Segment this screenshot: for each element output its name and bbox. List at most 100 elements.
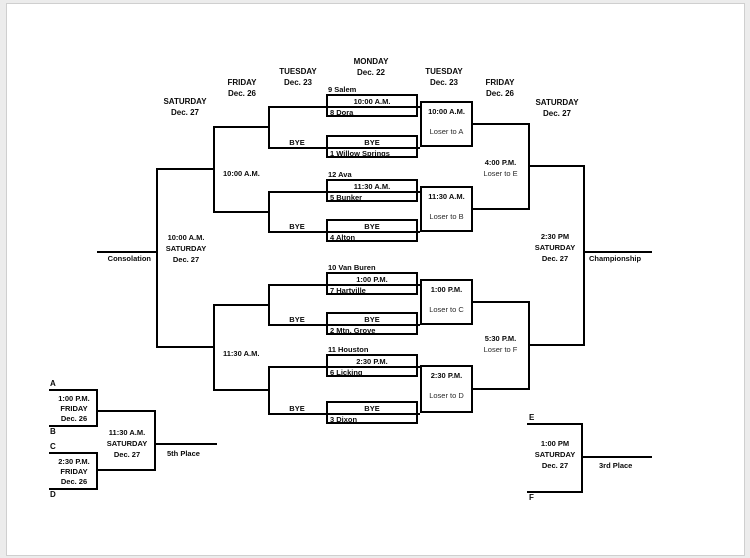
fifth-place-game1-info: 1:00 P.M. FRIDAY Dec. 26 — [39, 394, 109, 424]
team-name: 4 Alton — [330, 233, 356, 242]
bracket-line — [49, 452, 98, 454]
game-time: 10:00 A.M. — [167, 233, 205, 242]
game-date: Dec. 27 — [113, 450, 141, 459]
championship-label: Championship — [589, 254, 642, 263]
bracket-line — [215, 126, 270, 128]
team-name: 8 Dora — [330, 108, 354, 117]
bracket-line — [581, 456, 652, 458]
header-day: TUESDAY — [425, 67, 463, 76]
consolation-game-time: 10:00 A.M. — [223, 169, 260, 178]
bracket-line — [215, 389, 270, 391]
bye-label: BYE — [289, 138, 305, 147]
loser-note: Loser to D — [429, 391, 464, 400]
header-date: Dec. 27 — [170, 108, 200, 117]
column-header-tuesday-right: TUESDAY Dec. 23 — [399, 66, 489, 88]
bracket-line — [96, 452, 98, 490]
bracket-line — [583, 251, 652, 253]
slot-letter-c: C — [50, 442, 56, 451]
column-header-monday: MONDAY Dec. 22 — [326, 56, 416, 78]
column-header-friday-left: FRIDAY Dec. 26 — [197, 77, 287, 99]
bracket-line — [270, 106, 420, 108]
bracket-line — [154, 443, 217, 445]
seed-label: 9 Salem — [328, 85, 357, 94]
header-day: SATURDAY — [535, 98, 579, 107]
game-box-mtn-grove — [326, 312, 418, 335]
bracket-line — [49, 425, 98, 427]
bracket-line — [49, 488, 98, 490]
loser-note: Loser to B — [429, 212, 464, 221]
bracket-line — [97, 251, 158, 253]
bracket-line — [270, 413, 420, 415]
bracket-line — [528, 344, 585, 346]
slot-letter-d: D — [50, 490, 56, 499]
game-time: 2:30 P.M. — [58, 457, 90, 466]
bye-text: BYE — [364, 315, 380, 324]
loser-note: Loser to E — [483, 169, 518, 178]
bracket-line — [270, 324, 420, 326]
header-date: Dec. 23 — [429, 78, 459, 87]
header-day: MONDAY — [353, 57, 389, 66]
header-day: TUESDAY — [279, 67, 317, 76]
game-box-willow-springs — [326, 135, 418, 158]
game-time: 10:00 A.M. — [353, 97, 391, 106]
game-time: 11:30 A.M. — [108, 428, 146, 437]
column-header-saturday-right: SATURDAY Dec. 27 — [512, 97, 602, 119]
championship-info: 2:30 PM SATURDAY Dec. 27 — [515, 231, 595, 264]
bracket-line — [270, 191, 420, 193]
bye-text: BYE — [364, 222, 380, 231]
game-day: FRIDAY — [60, 467, 88, 476]
bracket-line — [215, 211, 270, 213]
game-day: SATURDAY — [165, 244, 207, 253]
bracket-line — [528, 165, 585, 167]
game-time: 11:30 A.M. — [428, 192, 465, 201]
game-time: 2:30 PM — [540, 232, 570, 241]
round2-box-c — [420, 279, 473, 325]
bracket-line — [473, 123, 530, 125]
team-name: 7 Hartville — [330, 286, 366, 295]
header-date: Dec. 27 — [542, 109, 572, 118]
game-day: SATURDAY — [106, 439, 148, 448]
seed-label: 10 Van Buren — [328, 263, 376, 272]
bye-label: BYE — [289, 404, 305, 413]
bye-label: BYE — [289, 222, 305, 231]
game-time: 1:00 P.M. — [356, 275, 388, 284]
loser-note: Loser to A — [429, 127, 464, 136]
game-date: Dec. 27 — [541, 461, 569, 470]
slot-letter-a: A — [50, 379, 56, 388]
bracket-line — [581, 423, 583, 493]
team-name: 3 Dixon — [330, 415, 358, 424]
bracket-line — [49, 389, 98, 391]
header-date: Dec. 23 — [283, 78, 313, 87]
seed-label: 12 Ava — [328, 170, 352, 179]
game-time: 4:00 P.M. — [484, 158, 517, 167]
consolation-game-time: 11:30 A.M. — [223, 349, 260, 358]
semifinal-1-info: 4:00 P.M. Loser to E — [458, 157, 543, 179]
bracket-line — [583, 165, 585, 346]
game-time: 11:30 A.M. — [353, 182, 391, 191]
bracket-line — [156, 168, 215, 170]
game-time: 5:30 P.M. — [484, 334, 517, 343]
loser-note: Loser to F — [483, 345, 518, 354]
header-date: Dec. 22 — [356, 68, 386, 77]
game-time: 1:00 P.M. — [430, 285, 463, 294]
header-date: Dec. 26 — [227, 89, 257, 98]
bracket-line — [473, 388, 530, 390]
game-day: SATURDAY — [534, 450, 576, 459]
slot-letter-f: F — [529, 493, 534, 502]
consolation-label: Consolation — [107, 254, 151, 263]
bye-label: BYE — [289, 315, 305, 324]
round2-box-d — [420, 365, 473, 413]
game-time: 10:00 A.M. — [428, 107, 465, 116]
bracket-line — [473, 208, 530, 210]
third-place-label: 3rd Place — [599, 461, 633, 470]
bye-text: BYE — [364, 404, 380, 413]
seed-label: 11 Houston — [328, 345, 369, 354]
column-header-saturday-left: SATURDAY Dec. 27 — [140, 96, 230, 118]
team-name: 1 Willow Springs — [330, 149, 390, 158]
bracket-line — [527, 491, 583, 493]
bracket-line — [156, 168, 158, 348]
fifth-place-final-info: 11:30 A.M. SATURDAY Dec. 27 — [92, 427, 162, 460]
game-box-salem-dora — [326, 94, 418, 117]
team-name: 2 Mtn. Grove — [330, 326, 376, 335]
